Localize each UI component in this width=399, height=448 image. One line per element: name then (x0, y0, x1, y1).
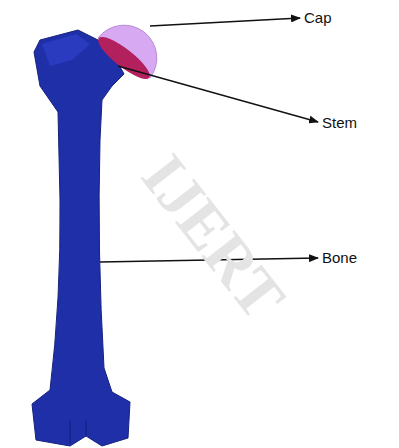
bone-condyle-groove (70, 420, 86, 444)
cap-arrow (150, 18, 300, 26)
bone-trochanter-shade (42, 34, 90, 66)
stem-arrow (118, 66, 318, 122)
part-label: Stem (322, 114, 357, 132)
femur-bone (32, 30, 130, 446)
watermark: IJERT (127, 141, 300, 333)
part-label: Cap (304, 9, 332, 27)
part-label: Bone (322, 249, 357, 267)
stem-face (93, 31, 155, 85)
